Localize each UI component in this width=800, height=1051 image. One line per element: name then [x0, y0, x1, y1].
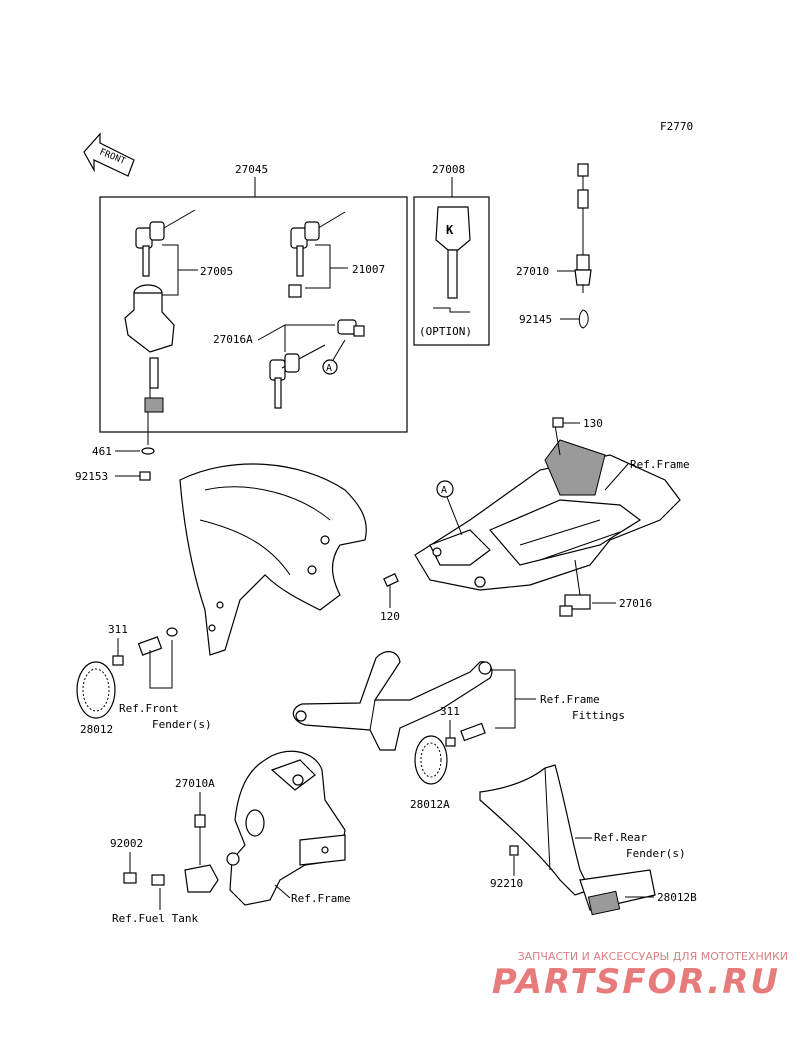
label-27008: 27008 [432, 163, 465, 176]
label-28012A: 28012A [410, 798, 450, 811]
ref-front-2: Fender(s) [152, 718, 212, 731]
label-27005: 27005 [200, 265, 233, 278]
watermark-logo: PARTSFOR.RU [491, 962, 780, 1002]
ref-rear-1: Ref.Rear [594, 831, 647, 844]
label-92210: 92210 [490, 877, 523, 890]
label-27010A: 27010A [175, 777, 215, 790]
front-arrow-icon: FRONT [83, 132, 135, 177]
key-27008-icon: K [433, 206, 471, 313]
label-27045: 27045 [235, 163, 268, 176]
switch-27010A-icon [151, 814, 219, 893]
rear-fender-icon [479, 764, 656, 916]
label-27016A: 27016A [213, 333, 253, 346]
svg-text:K: K [446, 223, 454, 237]
key-21007-icon [288, 211, 346, 298]
callout-a-circle [322, 359, 338, 375]
callout-a-label: A [326, 363, 332, 374]
bolt-92002-icon [123, 872, 137, 884]
bolt-130-icon [552, 417, 564, 428]
bolt-fittings-icon [460, 722, 486, 742]
label-28012: 28012 [80, 723, 113, 736]
nut-92210-icon [509, 845, 519, 856]
label-130: 130 [583, 417, 603, 430]
ref-rear-2: Fender(s) [626, 847, 686, 860]
nut-311a-icon [112, 655, 124, 666]
kit-box-27045 [99, 196, 408, 433]
option-box-27008 [413, 196, 490, 346]
ref-fittings-2: Fittings [572, 709, 625, 722]
callout-a2-label: A [441, 485, 447, 496]
label-92002: 92002 [110, 837, 143, 850]
nut-311b-icon [445, 737, 456, 747]
key-27016A-icon [269, 319, 365, 409]
screw-92153-icon [139, 471, 151, 481]
label-28012B: 28012B [657, 891, 697, 904]
label-21007: 21007 [352, 263, 385, 276]
label-27016: 27016 [619, 597, 652, 610]
front-fender-icon [179, 463, 367, 656]
label-311a: 311 [108, 623, 128, 636]
label-27010: 27010 [516, 265, 549, 278]
label-120: 120 [380, 610, 400, 623]
washer-461-icon [141, 447, 155, 455]
ref-fittings-1: Ref.Frame [540, 693, 600, 706]
ref-fuel-tank: Ref.Fuel Tank [112, 912, 198, 925]
ref-front-1: Ref.Front [119, 702, 179, 715]
switch-27010-icon [574, 163, 592, 293]
option-label: (OPTION) [419, 325, 472, 338]
spacer-icon [137, 627, 178, 656]
reflector-28012A-icon [414, 735, 448, 785]
label-311b: 311 [440, 705, 460, 718]
main-frame-icon [414, 424, 681, 596]
ref-frame-2: Ref.Frame [291, 892, 351, 905]
label-92145: 92145 [519, 313, 552, 326]
callout-a2-circle [436, 480, 454, 498]
label-92153: 92153 [75, 470, 108, 483]
label-461: 461 [92, 445, 112, 458]
watermark-tagline: ЗАПЧАСТИ И АКСЕССУАРЫ ДЛЯ МОТОТЕХНИКИ [517, 950, 788, 963]
bolt-120-icon [383, 573, 399, 587]
frame-fittings-icon [292, 651, 493, 751]
ref-frame-1: Ref.Frame [630, 458, 690, 471]
ignition-switch-icon [124, 284, 175, 413]
key-27005-icon [135, 209, 196, 277]
spring-92145-icon [578, 309, 589, 329]
switch-27016-icon [559, 594, 591, 617]
lower-frame-icon [226, 750, 346, 906]
diagram-code: F2770 [660, 120, 693, 133]
